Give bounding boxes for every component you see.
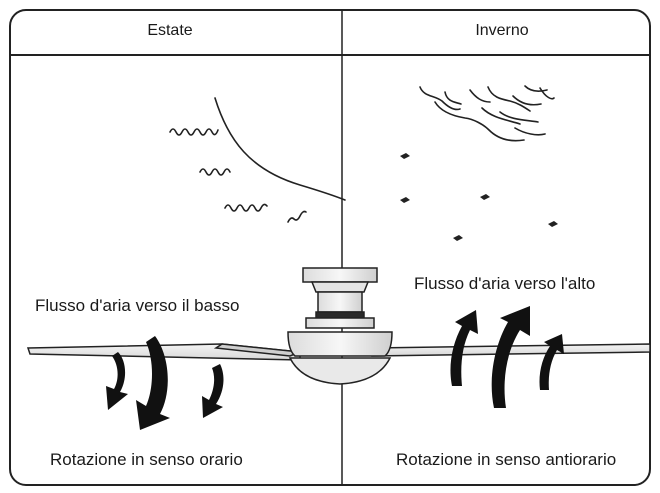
- curved-arrow-down-icon: [106, 336, 224, 430]
- summer-header: Estate: [147, 22, 193, 39]
- curved-arrow-up-icon: [450, 306, 564, 408]
- winter-airflow-label: Flusso d'aria verso l'alto: [414, 274, 596, 293]
- summer-rotation-label: Rotazione in senso orario: [50, 450, 243, 469]
- summer-airflow-label: Flusso d'aria verso il basso: [35, 296, 240, 315]
- summer-air-icon: [169, 97, 346, 223]
- winter-air-icon: [419, 85, 555, 142]
- outer-border: [9, 9, 651, 486]
- winter-dots: [400, 153, 558, 241]
- winter-header: Inverno: [475, 22, 529, 39]
- winter-rotation-label: Rotazione in senso antiorario: [396, 450, 617, 469]
